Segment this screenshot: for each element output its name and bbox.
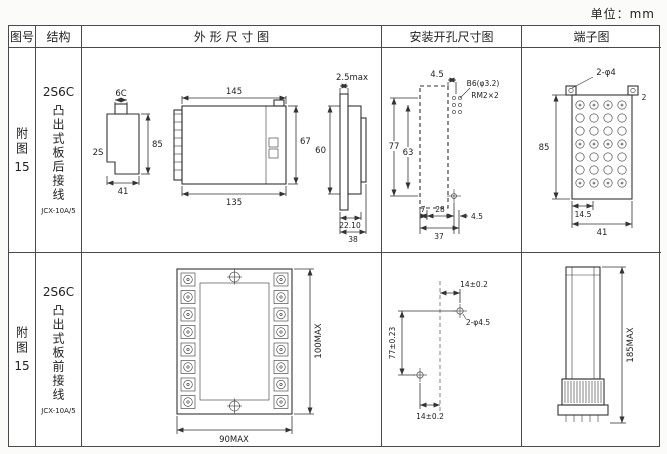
dim-side-right: 85: [152, 140, 163, 150]
profile-view: 2.5max 60 22.10 38: [315, 73, 368, 244]
dim-pitch-label: RM2×2: [471, 91, 499, 100]
fig-label: 附图: [14, 126, 29, 157]
terminal-pin-grid: [575, 100, 627, 188]
col-header-outline: 外 形 尺 寸 图: [82, 26, 382, 48]
mounting-drawing-row2: 14±0.2 2-φ4.5 77±0.23 14±0.2: [388, 280, 490, 421]
dim-front-top: 145: [226, 87, 242, 97]
terminal-cell-row1: 2-φ4 2 85 14.5 41: [522, 48, 661, 253]
fig-num: 15: [14, 159, 30, 174]
dim-hole-label: B6(φ3.2): [467, 79, 500, 88]
mounting-hole-top: [227, 269, 242, 285]
socket-terminals-left: [180, 272, 196, 409]
fig-num: 15: [14, 359, 30, 373]
dim-drill-bottom: 14±0.2: [416, 412, 444, 421]
dim-mounting-bot-2: 28: [435, 205, 445, 214]
dim-profile-bot-inner: 22.10: [339, 221, 361, 230]
dim-side-top: 6C: [115, 89, 126, 99]
fig-no-cell-row1: 附图 15: [9, 48, 36, 253]
dim-mounting-bot-1: 7: [421, 205, 426, 214]
front-view: 145 135 67: [173, 87, 311, 208]
dim-profile-bot-outer: 38: [348, 235, 358, 244]
dim-side-bottom: 41: [118, 187, 129, 197]
mounting-drawing-row1: 4.5 B6(φ3.2) RM2×2 77 63: [386, 70, 500, 241]
mounting-cell-row2: 14±0.2 2-φ4.5 77±0.23 14±0.2: [382, 253, 522, 446]
dim-terminal-bot-inner: 14.5: [575, 210, 592, 219]
dim-front-right: 67: [300, 137, 311, 147]
col-header-terminal: 端子图: [522, 26, 661, 48]
drill-pattern: 14±0.2 2-φ4.5 77±0.23 14±0.2: [388, 280, 490, 421]
mounting-dims-bottom: 7 28 37 4.5: [419, 203, 483, 241]
relay-dims: 185MAX: [602, 266, 636, 424]
socket-pins: [565, 415, 599, 422]
socket-terminals-right: [273, 272, 289, 409]
dim-mounting-bot-3: 37: [434, 232, 444, 241]
spec-table: 图号 结构 外 形 尺 寸 图 安装开孔尺寸图 端子图 附图 15 2S6C 凸…: [8, 25, 661, 447]
dim-socket-right: 100MAX: [314, 323, 324, 358]
terminal-cell-row2: 185MAX: [522, 253, 661, 446]
terminal-dims: 85 14.5 41: [539, 94, 633, 238]
structure-desc: 凸出式板前接线: [51, 303, 65, 402]
mounting-dims-left: 77 63: [386, 97, 418, 197]
dim-profile-top: 2.5max: [336, 73, 368, 83]
dim-front-bottom: 135: [226, 198, 242, 208]
fig-label: 附图: [14, 326, 29, 356]
model-label: 2S6C: [42, 284, 75, 299]
socket-footprint: [176, 268, 293, 415]
dim-side-left: 2S: [93, 148, 104, 158]
type-code: JCX-10A/5: [41, 406, 76, 415]
outline-cell-row2: 100MAX 90MAX: [82, 253, 382, 446]
dim-drill-left: 77±0.23: [388, 327, 397, 360]
dim-profile-left: 60: [315, 146, 326, 156]
mounting-cell-row1: 4.5 B6(φ3.2) RM2×2 77 63: [382, 48, 522, 253]
terminal-drawing-row1: 2-φ4 2 85 14.5 41: [539, 68, 647, 238]
structure-cell-row2: 2S6C 凸出式板前接线 JCX-10A/5: [36, 253, 82, 446]
col-header-structure: 结构: [36, 26, 82, 48]
socket-dims: 100MAX 90MAX: [176, 268, 324, 445]
dim-terminal-left: 85: [539, 143, 550, 153]
terminal-body: 2-φ4 2: [565, 68, 647, 200]
dim-mounting-top-offset: 4.5: [430, 70, 444, 80]
col-header-fig-no: 图号: [9, 26, 36, 48]
outline-drawing-row1: 6C 2S 85 41: [93, 73, 368, 244]
dim-socket-bottom: 90MAX: [219, 435, 249, 445]
dim-relay-right: 185MAX: [626, 327, 636, 362]
terminal-drawing-row2: 185MAX: [557, 266, 636, 424]
structure-cell-row1: 2S6C 凸出式板后接线 JCX-10A/5: [36, 48, 82, 253]
dim-terminal-bot-outer: 41: [597, 228, 608, 238]
dim-terminal-corner: 2: [642, 93, 647, 102]
outline-drawing-row2: 100MAX 90MAX: [176, 268, 324, 445]
socket-comb: [564, 381, 602, 403]
fig-no-cell-row2: 附图 15: [9, 253, 36, 446]
unit-label: 单位：mm: [590, 7, 655, 21]
side-view: 6C 2S 85 41: [93, 89, 163, 197]
model-label: 2S6C: [42, 85, 75, 99]
mounting-hole-bottom: [227, 398, 242, 414]
panel-cutout: 4.5 B6(φ3.2) RM2×2: [419, 70, 500, 209]
outline-cell-row1: 6C 2S 85 41: [82, 48, 382, 253]
relay-side-view: [557, 266, 609, 422]
dim-mounting-bot-4: 4.5: [471, 212, 483, 221]
dim-mounting-left-outer: 77: [389, 142, 400, 152]
dim-terminal-holes: 2-φ4: [596, 68, 616, 78]
dim-mounting-left-inner: 63: [403, 148, 414, 158]
structure-desc: 凸出式板后接线: [51, 104, 65, 202]
dim-drill-holes: 2-φ4.5: [466, 318, 491, 327]
dim-drill-top: 14±0.2: [460, 280, 488, 289]
col-header-mounting: 安装开孔尺寸图: [382, 26, 522, 48]
type-code: JCX-10A/5: [41, 207, 76, 215]
